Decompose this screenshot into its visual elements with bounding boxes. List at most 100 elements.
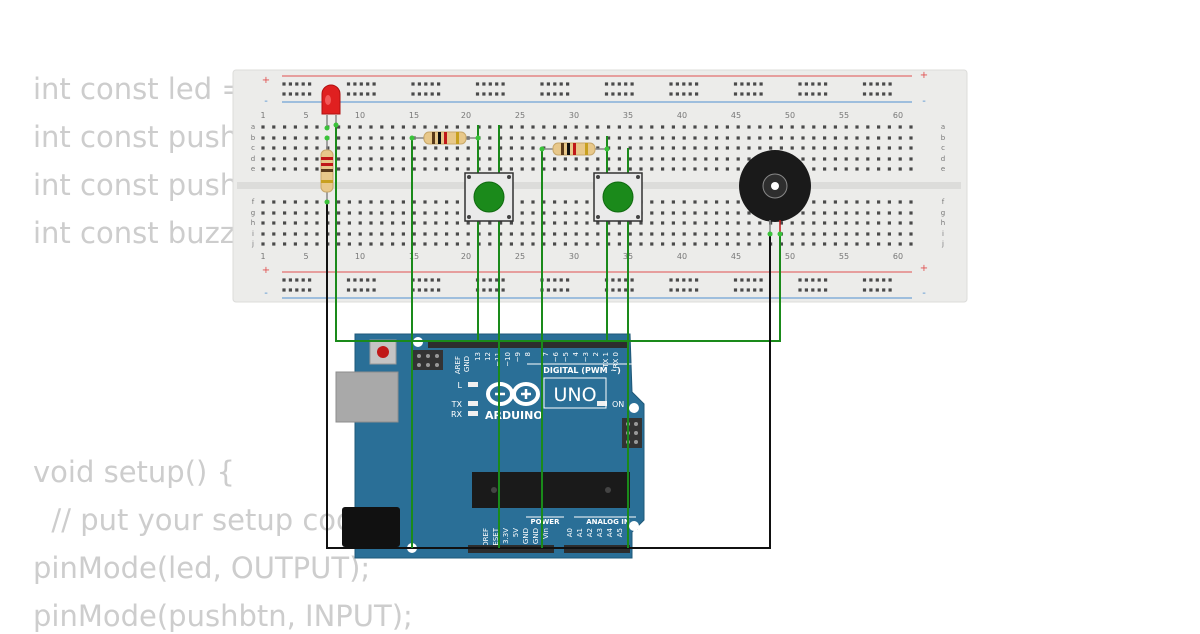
resistor-band <box>432 132 435 144</box>
breadboard-hole <box>733 92 738 96</box>
breadboard-hole <box>359 92 363 96</box>
led-pin-dot <box>324 125 330 131</box>
pin-label: ~3 <box>582 352 590 362</box>
breadboard-hole <box>736 125 740 129</box>
breadboard-hole <box>509 242 513 246</box>
breadboard-hole <box>823 200 827 204</box>
resistor-1[interactable] <box>409 131 481 145</box>
resistor-band <box>321 180 333 183</box>
breadboard-hole <box>844 157 848 161</box>
breadboard-hole <box>823 242 827 246</box>
breadboard-hole <box>675 278 679 282</box>
breadboard-hole <box>661 157 665 161</box>
breadboard-hole <box>272 167 276 171</box>
column-label: 40 <box>677 111 687 120</box>
breadboard-hole <box>693 242 697 246</box>
breadboard-hole <box>455 221 459 225</box>
reset-button-cap[interactable] <box>377 346 389 358</box>
breadboard-hole <box>746 278 750 282</box>
breadboard-hole <box>758 221 762 225</box>
breadboard-hole <box>542 211 546 215</box>
arduino-uno-board[interactable]: AREF GND 13 12 ~11 ~10 ~9 8 7 ~6 ~5 4 ~3… <box>335 333 645 559</box>
breadboard-hole <box>639 136 643 140</box>
breadboard-hole <box>372 288 376 292</box>
buzzer[interactable] <box>739 150 811 237</box>
power-pin-labels: IOREF RESET 3.3V 5V GND GND Vin <box>482 527 550 550</box>
breadboard-hole <box>401 200 405 204</box>
breadboard-hole <box>824 288 828 292</box>
breadboard-hole <box>877 167 881 171</box>
breadboard-hole <box>272 146 276 150</box>
breadboard-hole <box>693 211 697 215</box>
wire-ground-black[interactable] <box>326 200 771 549</box>
breadboard-hole <box>520 157 524 161</box>
breadboard-hole <box>346 82 351 86</box>
breadboard-hole <box>346 92 351 96</box>
resistor-band <box>567 143 570 155</box>
pushbutton-1-icon[interactable] <box>473 181 505 213</box>
breadboard-hole <box>753 82 757 86</box>
breadboard-hole <box>308 288 312 292</box>
breadboard-hole <box>304 136 308 140</box>
breadboard-hole <box>411 92 415 96</box>
pin-label: ~10 <box>504 352 512 367</box>
resistor-pin-dot <box>409 135 415 141</box>
buzzer-center <box>771 182 779 190</box>
breadboard-hole <box>747 146 751 150</box>
breadboard-hole <box>682 232 686 236</box>
column-label: 25 <box>515 252 525 261</box>
breadboard-hole <box>688 278 692 282</box>
breadboard-hole <box>812 146 816 150</box>
digital-pin-header[interactable] <box>428 340 628 348</box>
pin-label: TX 1 <box>602 352 610 369</box>
breadboard-hole <box>501 92 505 96</box>
breadboard-hole <box>553 200 557 204</box>
breadboard-hole <box>882 288 886 292</box>
resistor-vertical[interactable] <box>320 135 334 205</box>
pushbutton-2-icon[interactable] <box>602 181 634 213</box>
breadboard-hole <box>733 278 738 282</box>
breadboard-hole <box>520 125 524 129</box>
pushbutton-corner <box>507 215 511 219</box>
breadboard-hole <box>607 232 611 236</box>
breadboard-hole <box>546 278 550 282</box>
breadboard-hole <box>650 146 654 150</box>
breadboard-hole <box>779 125 783 129</box>
breadboard-hole <box>346 288 351 292</box>
breadboard-hole <box>675 92 679 96</box>
breadboard-hole <box>412 242 416 246</box>
breadboard-hole <box>869 92 873 96</box>
breadboard-hole <box>682 288 686 292</box>
breadboard-hole <box>628 221 632 225</box>
pushbutton-1[interactable] <box>464 172 514 222</box>
breadboard-hole <box>844 136 848 140</box>
breadboard-hole <box>855 221 859 225</box>
led-component[interactable] <box>321 84 341 131</box>
wire-led-to-pin[interactable] <box>335 125 781 342</box>
breadboard-hole <box>736 211 740 215</box>
breadboard-hole <box>585 221 589 225</box>
breadboard-hole <box>682 200 686 204</box>
red-led-icon[interactable] <box>321 84 341 115</box>
breadboard-hole <box>661 136 665 140</box>
breadboard-hole <box>412 125 416 129</box>
breadboard-hole <box>855 125 859 129</box>
breadboard-hole <box>693 125 697 129</box>
resistor-pin-dot <box>539 146 545 152</box>
breadboard-hole <box>736 242 740 246</box>
breadboard-hole <box>833 232 837 236</box>
resistor-pin-dot <box>324 199 330 205</box>
breadboard-hole <box>315 146 319 150</box>
breadboard-hole <box>542 232 546 236</box>
pin-label: AREF <box>454 356 462 374</box>
breadboard-hole <box>553 288 557 292</box>
breadboard-hole <box>391 221 395 225</box>
pushbutton-2[interactable] <box>593 172 643 222</box>
bottom-rail-minus-right: - <box>922 288 926 299</box>
analog-pin-labels: A0 A1 A2 A3 A4 A5 <box>566 527 624 537</box>
breadboard-hole <box>639 242 643 246</box>
resistor-2[interactable] <box>539 142 610 156</box>
breadboard-hole <box>790 136 794 140</box>
breadboard-hole <box>391 232 395 236</box>
